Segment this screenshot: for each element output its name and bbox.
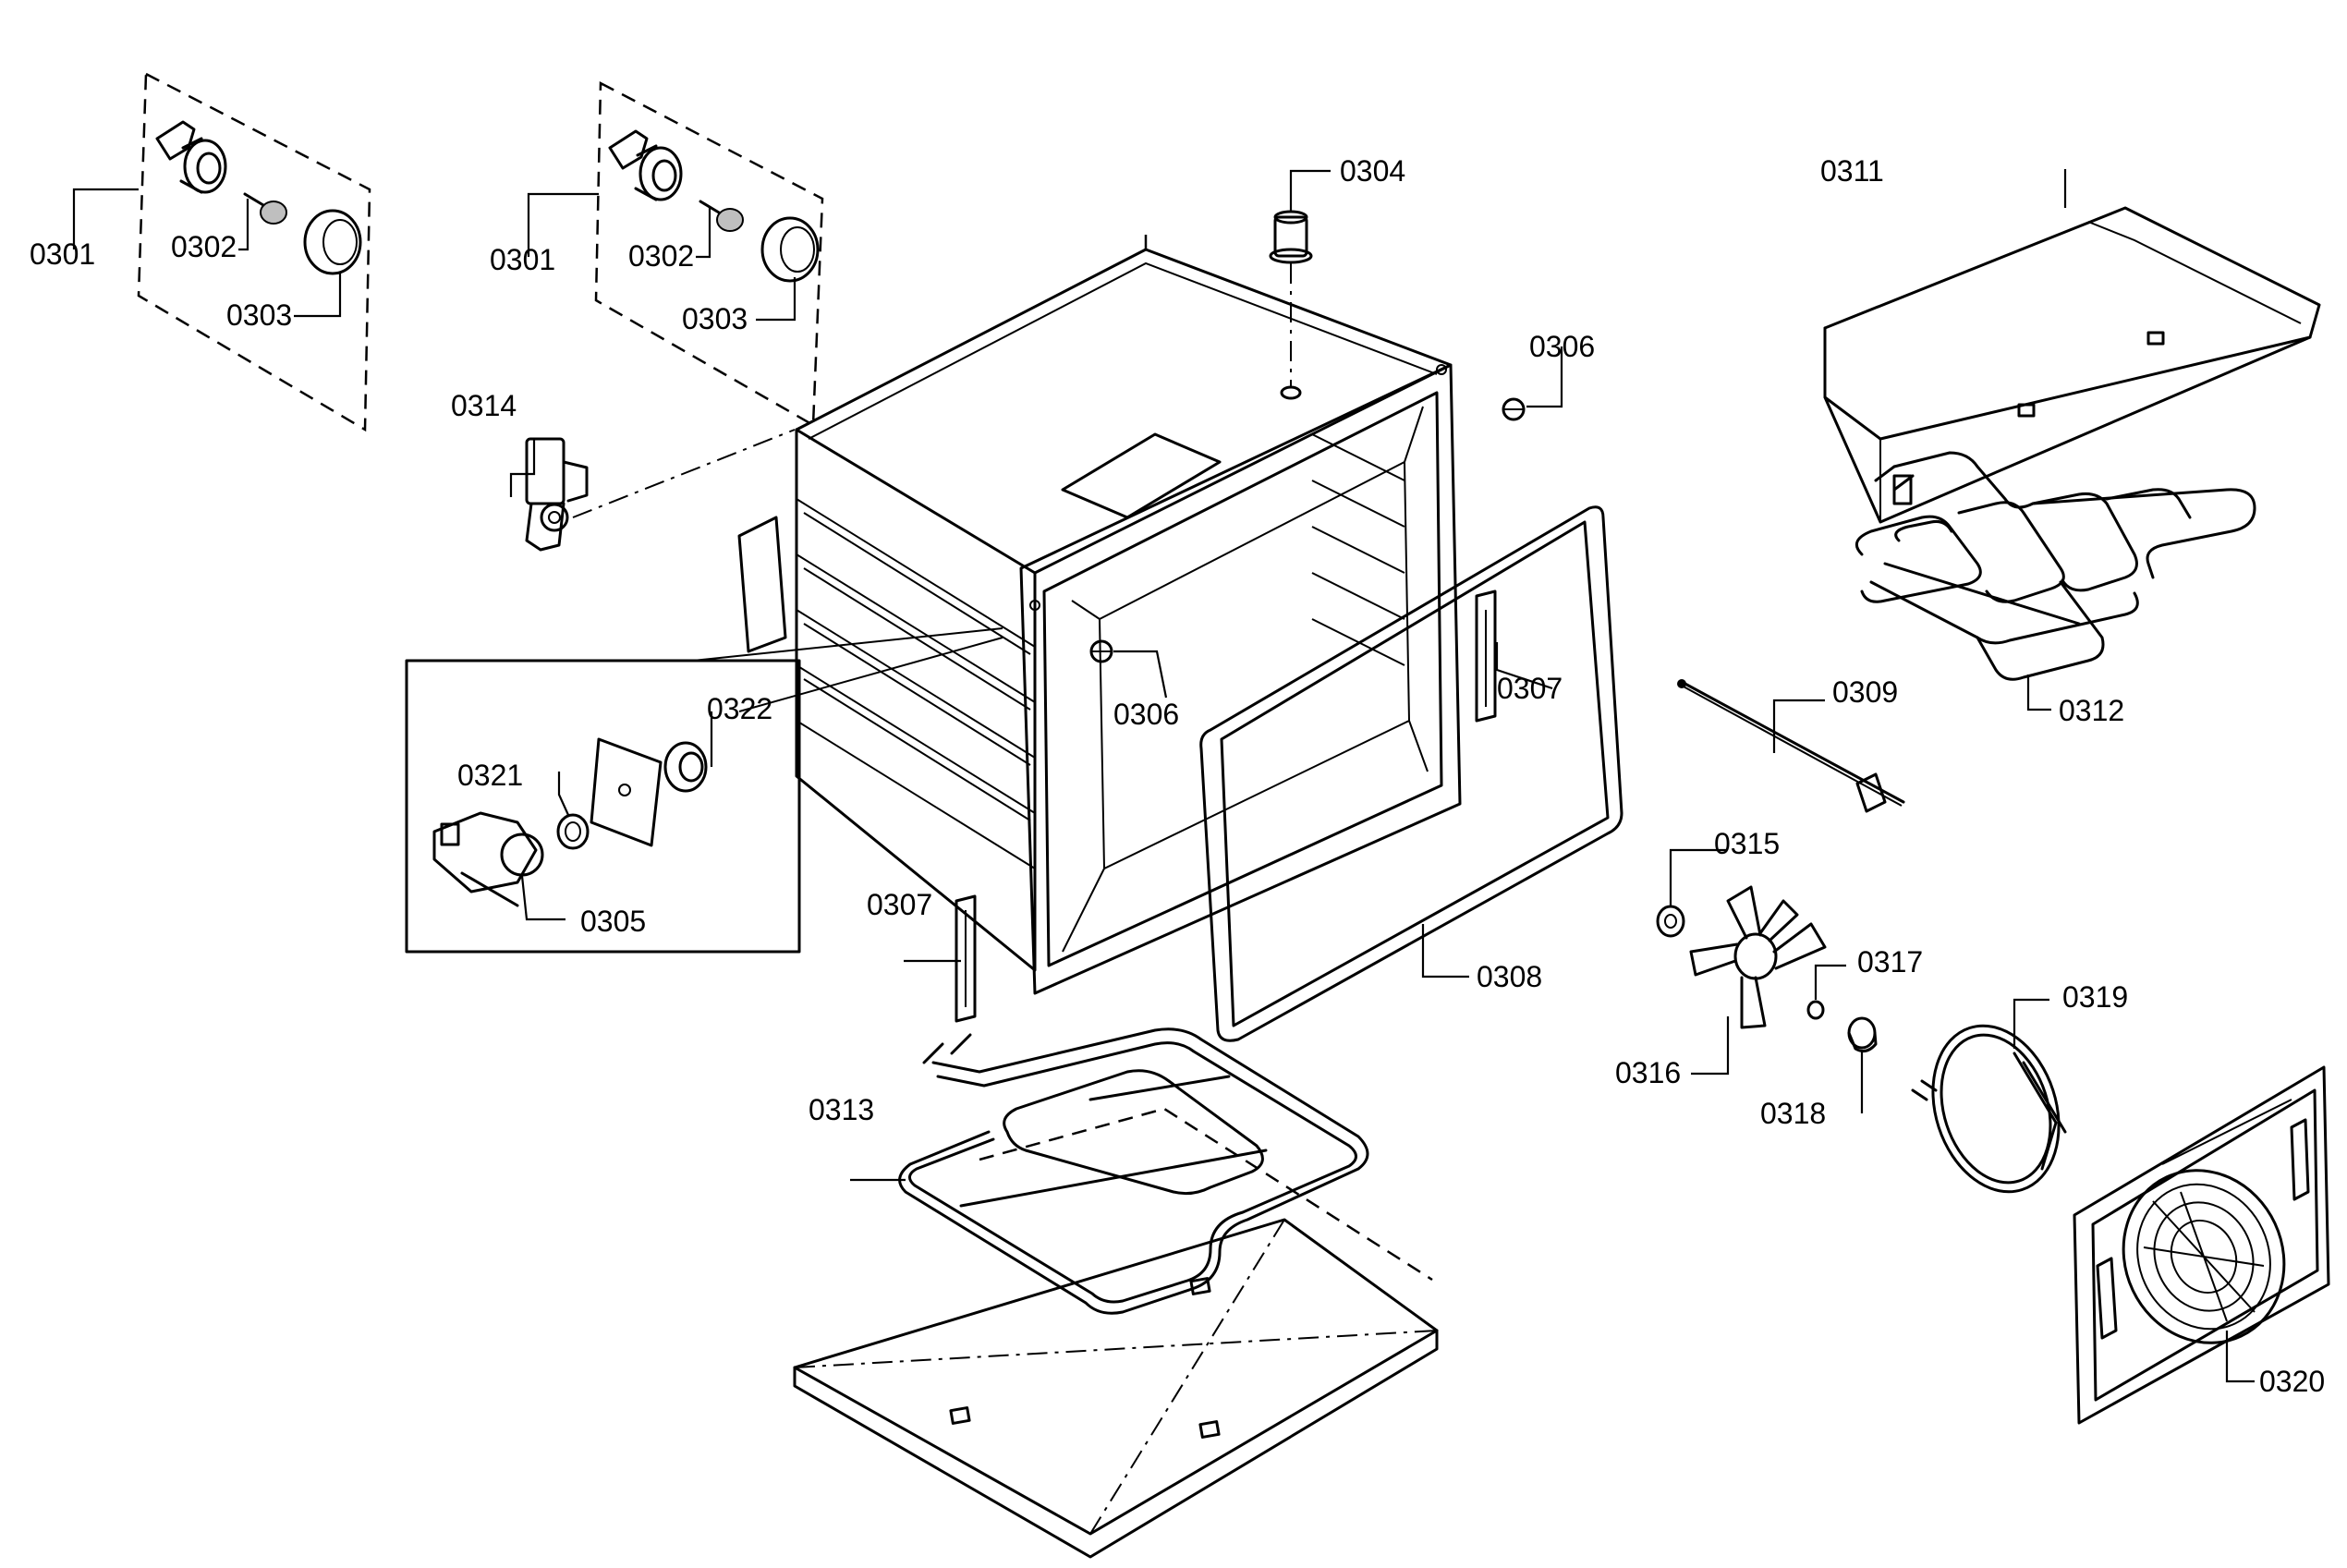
label-0317: 0317	[1857, 945, 1923, 978]
lamp-lens-left	[303, 209, 362, 275]
convection-element	[1911, 1024, 2067, 1194]
label-0312: 0312	[2059, 694, 2124, 727]
broil-element-shield	[1823, 206, 2321, 524]
label-0319: 0319	[2062, 980, 2128, 1014]
broil-element	[1854, 451, 2256, 681]
label-0322: 0322	[707, 692, 772, 725]
oven-cavity	[737, 231, 1462, 995]
door-lock-motor	[525, 429, 796, 552]
label-0309: 0309	[1832, 675, 1898, 709]
leader-lines	[72, 169, 2255, 1383]
temperature-sensor-detail	[405, 627, 1003, 954]
label-0318: 0318	[1760, 1097, 1826, 1130]
part-labels: 0301 0302 0303 0301 0302 0303 0304 0306 …	[30, 154, 2325, 1398]
lamp-socket-right	[608, 129, 683, 201]
hinge-receiver-left	[955, 894, 977, 1023]
oven-sensor-probe	[1677, 679, 1905, 813]
bake-element	[898, 1027, 1369, 1315]
lamp-socket-left	[155, 120, 227, 194]
label-0321: 0321	[457, 759, 523, 792]
label-0307-left: 0307	[867, 888, 932, 921]
label-0313: 0313	[809, 1093, 874, 1126]
label-0315: 0315	[1714, 827, 1780, 860]
label-0306-front: 0306	[1113, 698, 1179, 731]
lamp-assembly-right	[594, 80, 824, 428]
bolt-front	[1089, 639, 1113, 663]
convection-fan-blade	[1689, 885, 1827, 1029]
convection-fan-cover	[2073, 1065, 2330, 1425]
label-0301-right: 0301	[490, 243, 555, 276]
hinge-receiver-right	[1475, 590, 1497, 723]
label-0307-right: 0307	[1497, 672, 1563, 705]
label-0303-right: 0303	[682, 302, 748, 335]
fan-cap	[1847, 1016, 1878, 1053]
label-0302-left: 0302	[171, 230, 237, 263]
lamp-lens-right	[760, 216, 820, 283]
label-0304: 0304	[1340, 154, 1405, 188]
bolt-upper-right	[1502, 397, 1526, 421]
fan-washer	[1656, 905, 1685, 938]
door-gasket	[1199, 505, 1623, 1042]
lamp-assembly-left	[137, 71, 371, 432]
label-0320: 0320	[2259, 1365, 2325, 1398]
lamp-bulb-left	[243, 192, 287, 225]
label-0316: 0316	[1615, 1056, 1681, 1089]
lamp-bulb-right	[699, 200, 744, 232]
top-vent-fitting	[1269, 210, 1313, 400]
label-0306-upper: 0306	[1529, 330, 1595, 363]
label-0311: 0311	[1820, 154, 1884, 188]
oven-bottom-pan	[793, 1107, 1439, 1559]
label-0308: 0308	[1477, 960, 1542, 993]
label-0303-left: 0303	[226, 298, 292, 332]
label-0305: 0305	[580, 905, 646, 938]
fan-nut	[1806, 1000, 1825, 1020]
label-0314: 0314	[451, 389, 517, 422]
label-0301-left: 0301	[30, 237, 95, 271]
label-0302-right: 0302	[628, 239, 694, 273]
